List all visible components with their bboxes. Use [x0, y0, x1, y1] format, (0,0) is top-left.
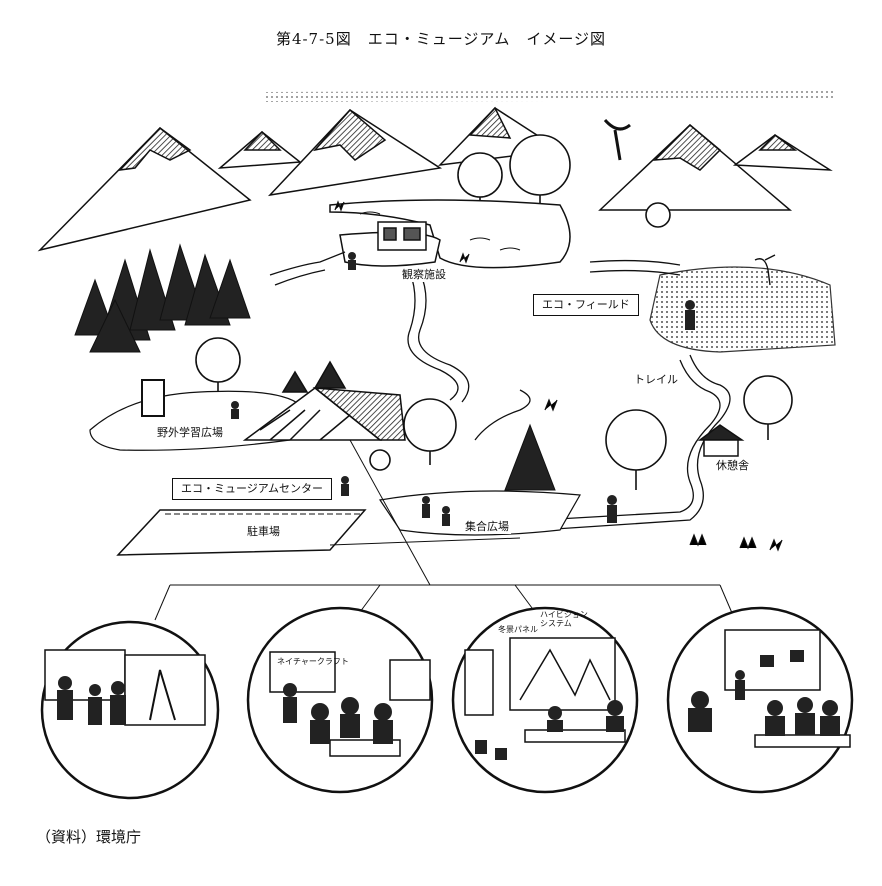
- inset-lecture-room: [666, 606, 854, 794]
- label-trail: トレイル: [632, 373, 680, 387]
- egret-icon: [754, 254, 776, 286]
- pond: [329, 199, 571, 269]
- inset-screen-left: 冬景パネル: [498, 625, 538, 634]
- outdoor-plaza-area: [89, 390, 301, 451]
- label-parking: 駐車場: [245, 525, 282, 539]
- figure-title: 第4-7-5図 エコ・ミュージアム イメージ図: [275, 30, 607, 48]
- sky-texture: [265, 90, 835, 102]
- inset-highvision-theater: [451, 606, 639, 794]
- observation-facility: [339, 221, 441, 267]
- inset-screen-right: ハイビジョン システム: [540, 610, 588, 628]
- grass-tufts: [334, 200, 783, 552]
- inset-craft-room: [246, 606, 434, 794]
- inset-craft-sign: ネイチャークラフト: [277, 657, 349, 666]
- deciduous-trees: [195, 134, 793, 490]
- assembly-plaza-area: [378, 490, 581, 536]
- inset-exhibit-hall: [40, 620, 220, 800]
- label-eco-museum-center: エコ・ミュージアムセンター: [172, 478, 333, 500]
- monument-stone: [141, 379, 165, 417]
- mountain-range: [37, 106, 833, 252]
- conifer-forest: [74, 243, 251, 353]
- label-outdoor-learning-plaza: 野外学習広場: [155, 426, 225, 440]
- label-assembly-plaza: 集合広場: [463, 520, 511, 534]
- label-observation-facility: 観察施設: [400, 268, 448, 282]
- bird-icon: [603, 118, 631, 161]
- source-note: （資料）環境庁: [36, 828, 142, 846]
- visitor-figures: [231, 252, 695, 526]
- label-eco-field: エコ・フィールド: [533, 294, 639, 316]
- conifer-tree: [504, 423, 556, 491]
- label-rest-house: 休憩舎: [714, 459, 751, 473]
- rest-house: [697, 424, 745, 457]
- parking-lot: [116, 509, 367, 556]
- eco-museum-center-building: [242, 360, 406, 441]
- eco-field-area: [649, 266, 836, 353]
